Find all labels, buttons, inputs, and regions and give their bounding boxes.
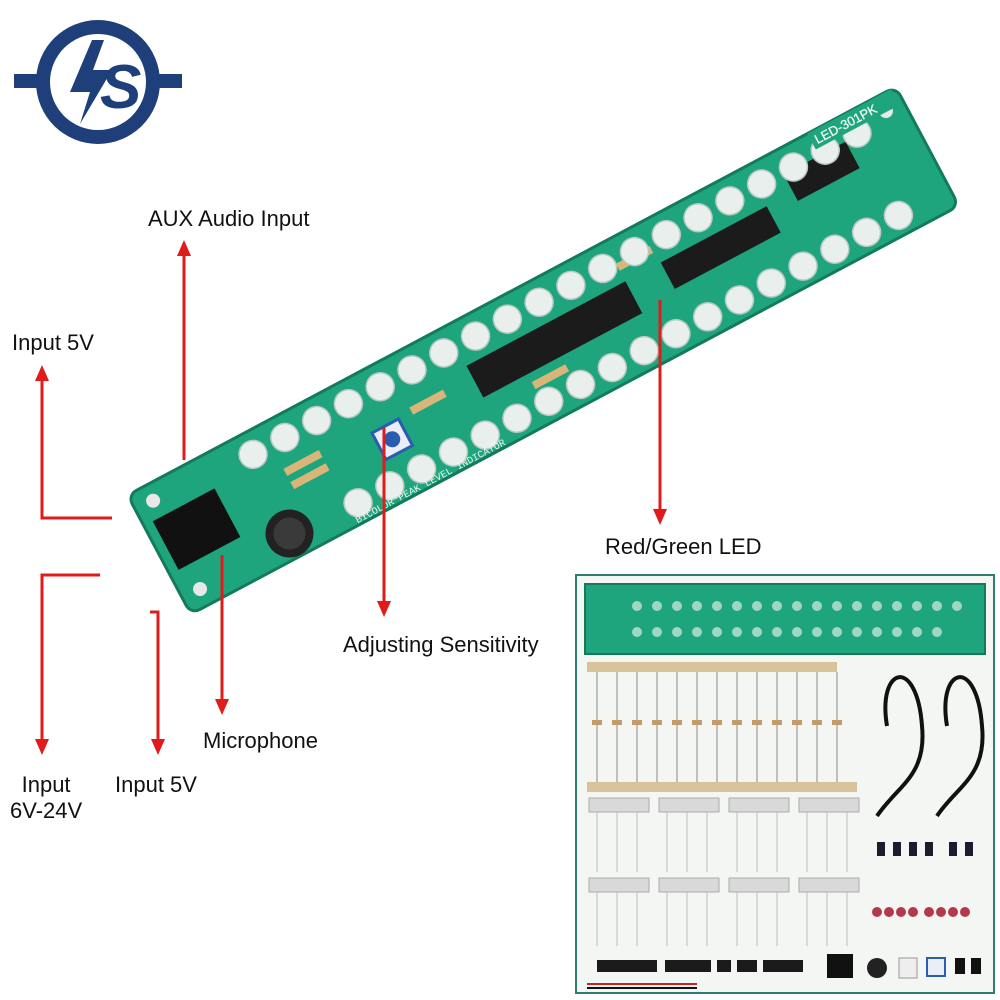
- label-red-green-led: Red/Green LED: [605, 534, 762, 559]
- label-input-5v-top: Input 5V: [12, 330, 94, 355]
- label-microphone: Microphone: [203, 728, 318, 753]
- label-aux-audio-input: AUX Audio Input: [148, 206, 310, 231]
- bare-pcb: [584, 583, 986, 655]
- arrow-head-input5v-top: [35, 365, 49, 381]
- capacitors: [877, 842, 973, 856]
- kit-contents-illustration: [584, 583, 986, 989]
- ic-chip-2: [660, 206, 781, 290]
- arrow-head-sensitivity: [377, 601, 391, 617]
- led-row-top: [238, 118, 872, 470]
- audio-cables: [875, 675, 985, 818]
- small-parts: [827, 954, 981, 979]
- ic-chips: [597, 960, 803, 972]
- ic-chip-3: [783, 141, 860, 201]
- arrow-head-microphone: [215, 699, 229, 715]
- arrow-head-input5v-bottom: [151, 739, 165, 755]
- arrow-head-6v24v: [35, 739, 49, 755]
- label-adjusting-sensitivity: Adjusting Sensitivity: [343, 632, 539, 657]
- arrow-head-aux: [177, 240, 191, 256]
- resistor-strips: [587, 662, 857, 792]
- label-input-6v-24v: Input 6V-24V: [10, 772, 83, 823]
- label-input-5v-bottom: Input 5V: [115, 772, 197, 797]
- arrow-head-led: [653, 509, 667, 525]
- audio-jack: [152, 488, 241, 570]
- kit-contents-inset: [575, 574, 995, 994]
- led-row-bottom: [343, 200, 914, 518]
- ic-chip-1: [466, 281, 643, 398]
- led-bundles: [588, 797, 860, 893]
